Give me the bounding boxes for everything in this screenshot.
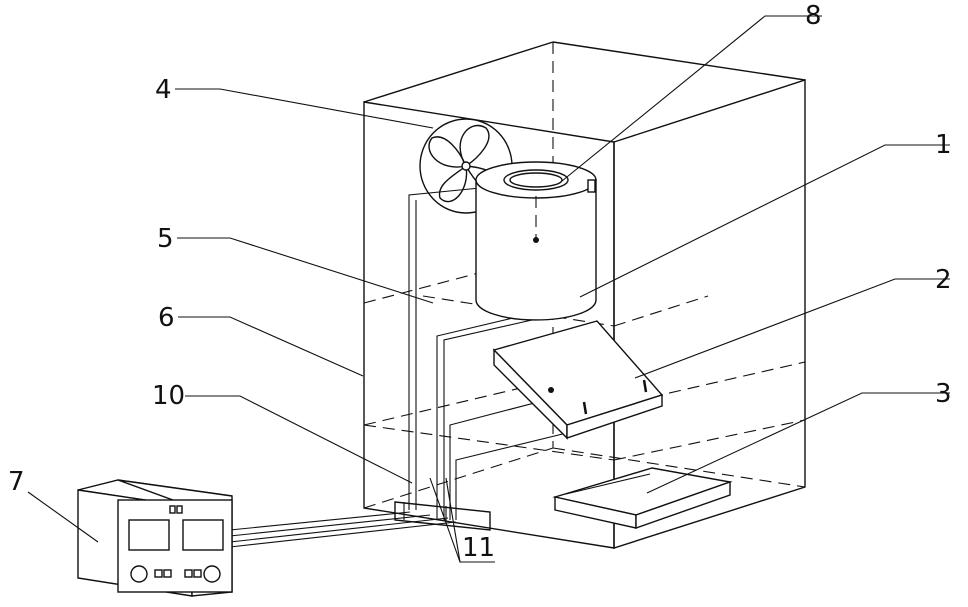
label-5: 5: [157, 224, 174, 254]
label-6: 6: [158, 303, 175, 333]
cabinet-hidden-bottom-left: [364, 448, 553, 508]
leader-1: [580, 145, 950, 297]
label-8: 8: [805, 1, 822, 31]
fan-blade-bottom: [439, 166, 466, 202]
label-3: 3: [935, 379, 952, 409]
cylinder-tank: [476, 162, 596, 320]
tilted-tray: [494, 321, 662, 438]
leader-8: [562, 16, 822, 181]
cable-3: [230, 518, 448, 542]
display-right: [183, 520, 223, 550]
label-10: 10: [152, 381, 185, 411]
shelf-bottom-right: [614, 420, 805, 460]
leader-6: [178, 317, 363, 376]
label-4: 4: [155, 75, 172, 105]
cylinder-clip: [588, 180, 595, 192]
leader-11b: [446, 478, 460, 562]
label-11: 11: [462, 533, 495, 563]
leader-2: [635, 279, 950, 378]
label-1: 1: [935, 130, 952, 160]
leader-5: [177, 238, 433, 303]
cabinet-top-back-edge: [553, 42, 805, 80]
knob-left[interactable]: [131, 566, 147, 582]
leader-4: [175, 89, 433, 128]
cable-1: [230, 512, 410, 530]
label-2: 2: [935, 265, 952, 295]
cylinder-center-dot: [533, 237, 539, 243]
switch-4[interactable]: [194, 570, 201, 577]
control-box: [78, 480, 232, 596]
cabinet-top-left-edge: [364, 42, 553, 102]
switch-3[interactable]: [185, 570, 192, 577]
cable-4: [230, 522, 456, 547]
switch-2[interactable]: [164, 570, 171, 577]
indicator-2: [177, 506, 182, 513]
label-7: 7: [8, 467, 25, 497]
indicator-1: [170, 506, 175, 513]
display-left: [129, 520, 169, 550]
fan-blade-top: [460, 126, 489, 166]
switch-1[interactable]: [155, 570, 162, 577]
knob-right[interactable]: [204, 566, 220, 582]
shelf-upper-right: [614, 296, 708, 326]
fan-hub: [462, 162, 470, 170]
cable-2: [230, 515, 430, 536]
leader-10: [185, 396, 412, 483]
tray-dot: [548, 387, 554, 393]
